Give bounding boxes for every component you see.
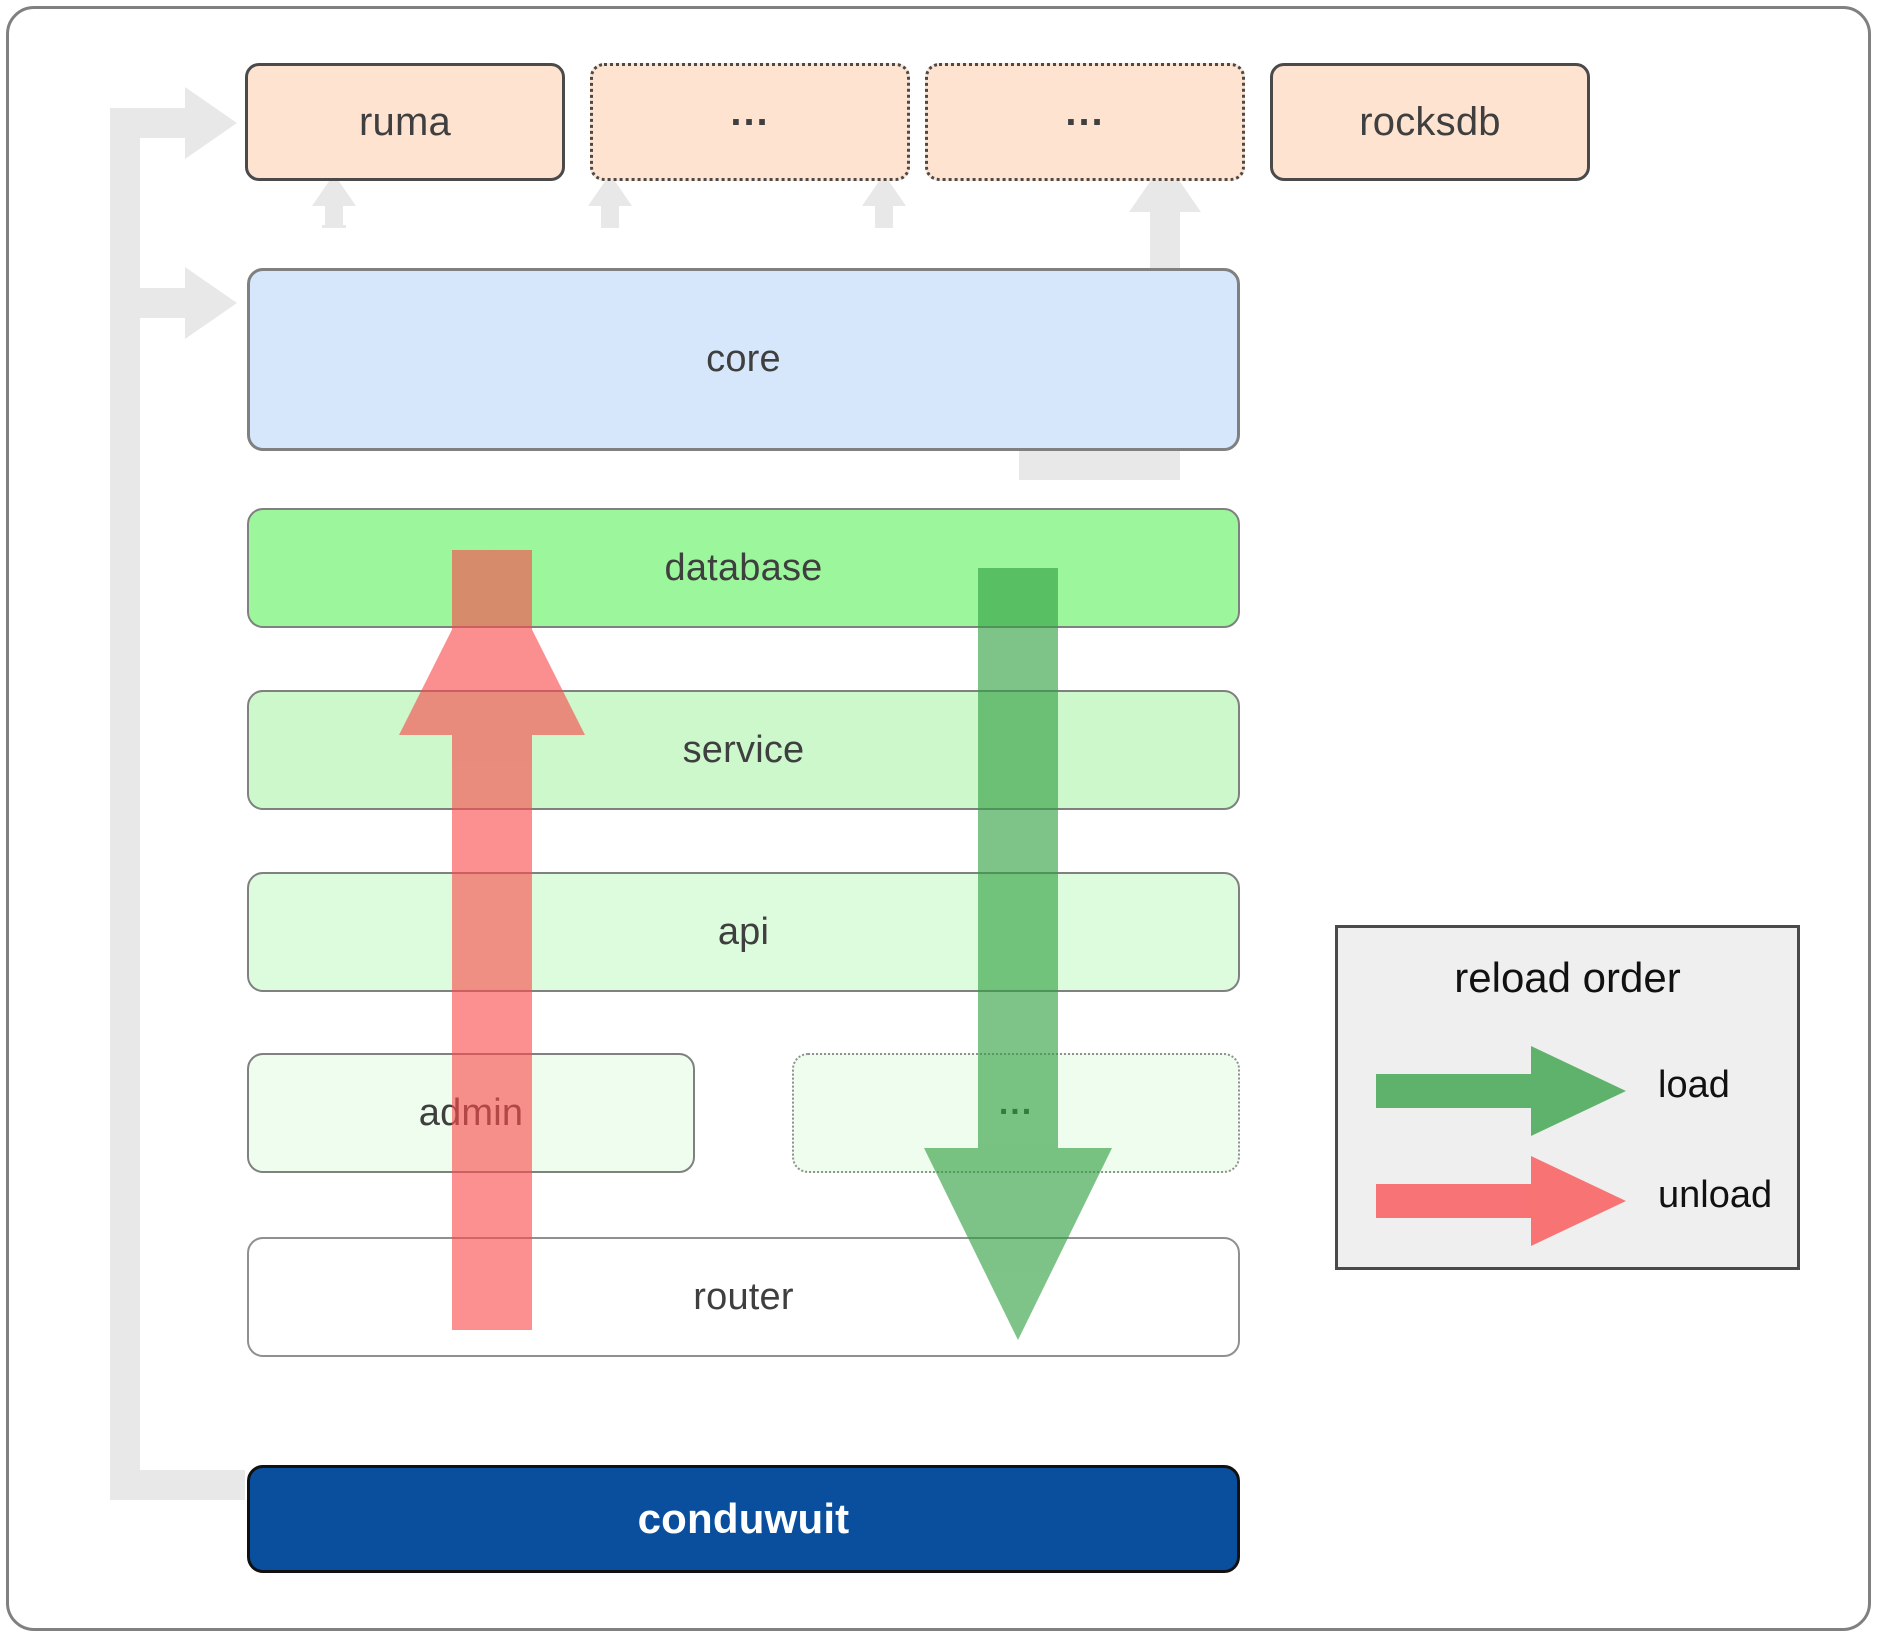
layer-database-label: database — [664, 546, 823, 589]
external-crate-placeholder-2-label: ... — [1065, 90, 1105, 134]
layer-service[interactable]: service — [247, 690, 1240, 810]
layer-placeholder-label: ... — [998, 1083, 1034, 1122]
external-crate-rocksdb-label: rocksdb — [1359, 100, 1501, 144]
layer-service-label: service — [682, 728, 805, 771]
layer-router[interactable]: router — [247, 1237, 1240, 1357]
external-crate-placeholder-1[interactable]: ... — [590, 63, 910, 181]
layer-router-label: router — [693, 1275, 794, 1318]
legend-load-label: load — [1658, 1064, 1730, 1106]
layer-placeholder[interactable]: ... — [792, 1053, 1240, 1173]
legend-load-arrow-icon — [1376, 1046, 1626, 1136]
legend-panel: reload order load unload — [1335, 925, 1800, 1270]
legend-unload-label: unload — [1658, 1174, 1773, 1216]
application-conduwuit-label: conduwuit — [637, 1495, 850, 1542]
diagram-frame — [6, 6, 1871, 1631]
application-conduwuit[interactable]: conduwuit — [247, 1465, 1240, 1573]
layer-core-label: core — [706, 338, 781, 380]
legend-row-load: load — [1338, 1046, 1797, 1136]
layer-core[interactable]: core — [247, 268, 1240, 451]
external-crate-rocksdb[interactable]: rocksdb — [1270, 63, 1590, 181]
legend-unload-arrow-icon — [1376, 1156, 1626, 1246]
layer-admin[interactable]: admin — [247, 1053, 695, 1173]
legend-title: reload order — [1454, 954, 1681, 1001]
legend-row-unload: unload — [1338, 1156, 1797, 1246]
external-crate-placeholder-1-label: ... — [730, 90, 770, 134]
layer-api[interactable]: api — [247, 872, 1240, 992]
external-crate-ruma-label: ruma — [359, 100, 451, 144]
external-crate-placeholder-2[interactable]: ... — [925, 63, 1245, 181]
layer-admin-label: admin — [418, 1091, 524, 1134]
layer-api-label: api — [717, 910, 770, 953]
external-crate-ruma[interactable]: ruma — [245, 63, 565, 181]
layer-database[interactable]: database — [247, 508, 1240, 628]
